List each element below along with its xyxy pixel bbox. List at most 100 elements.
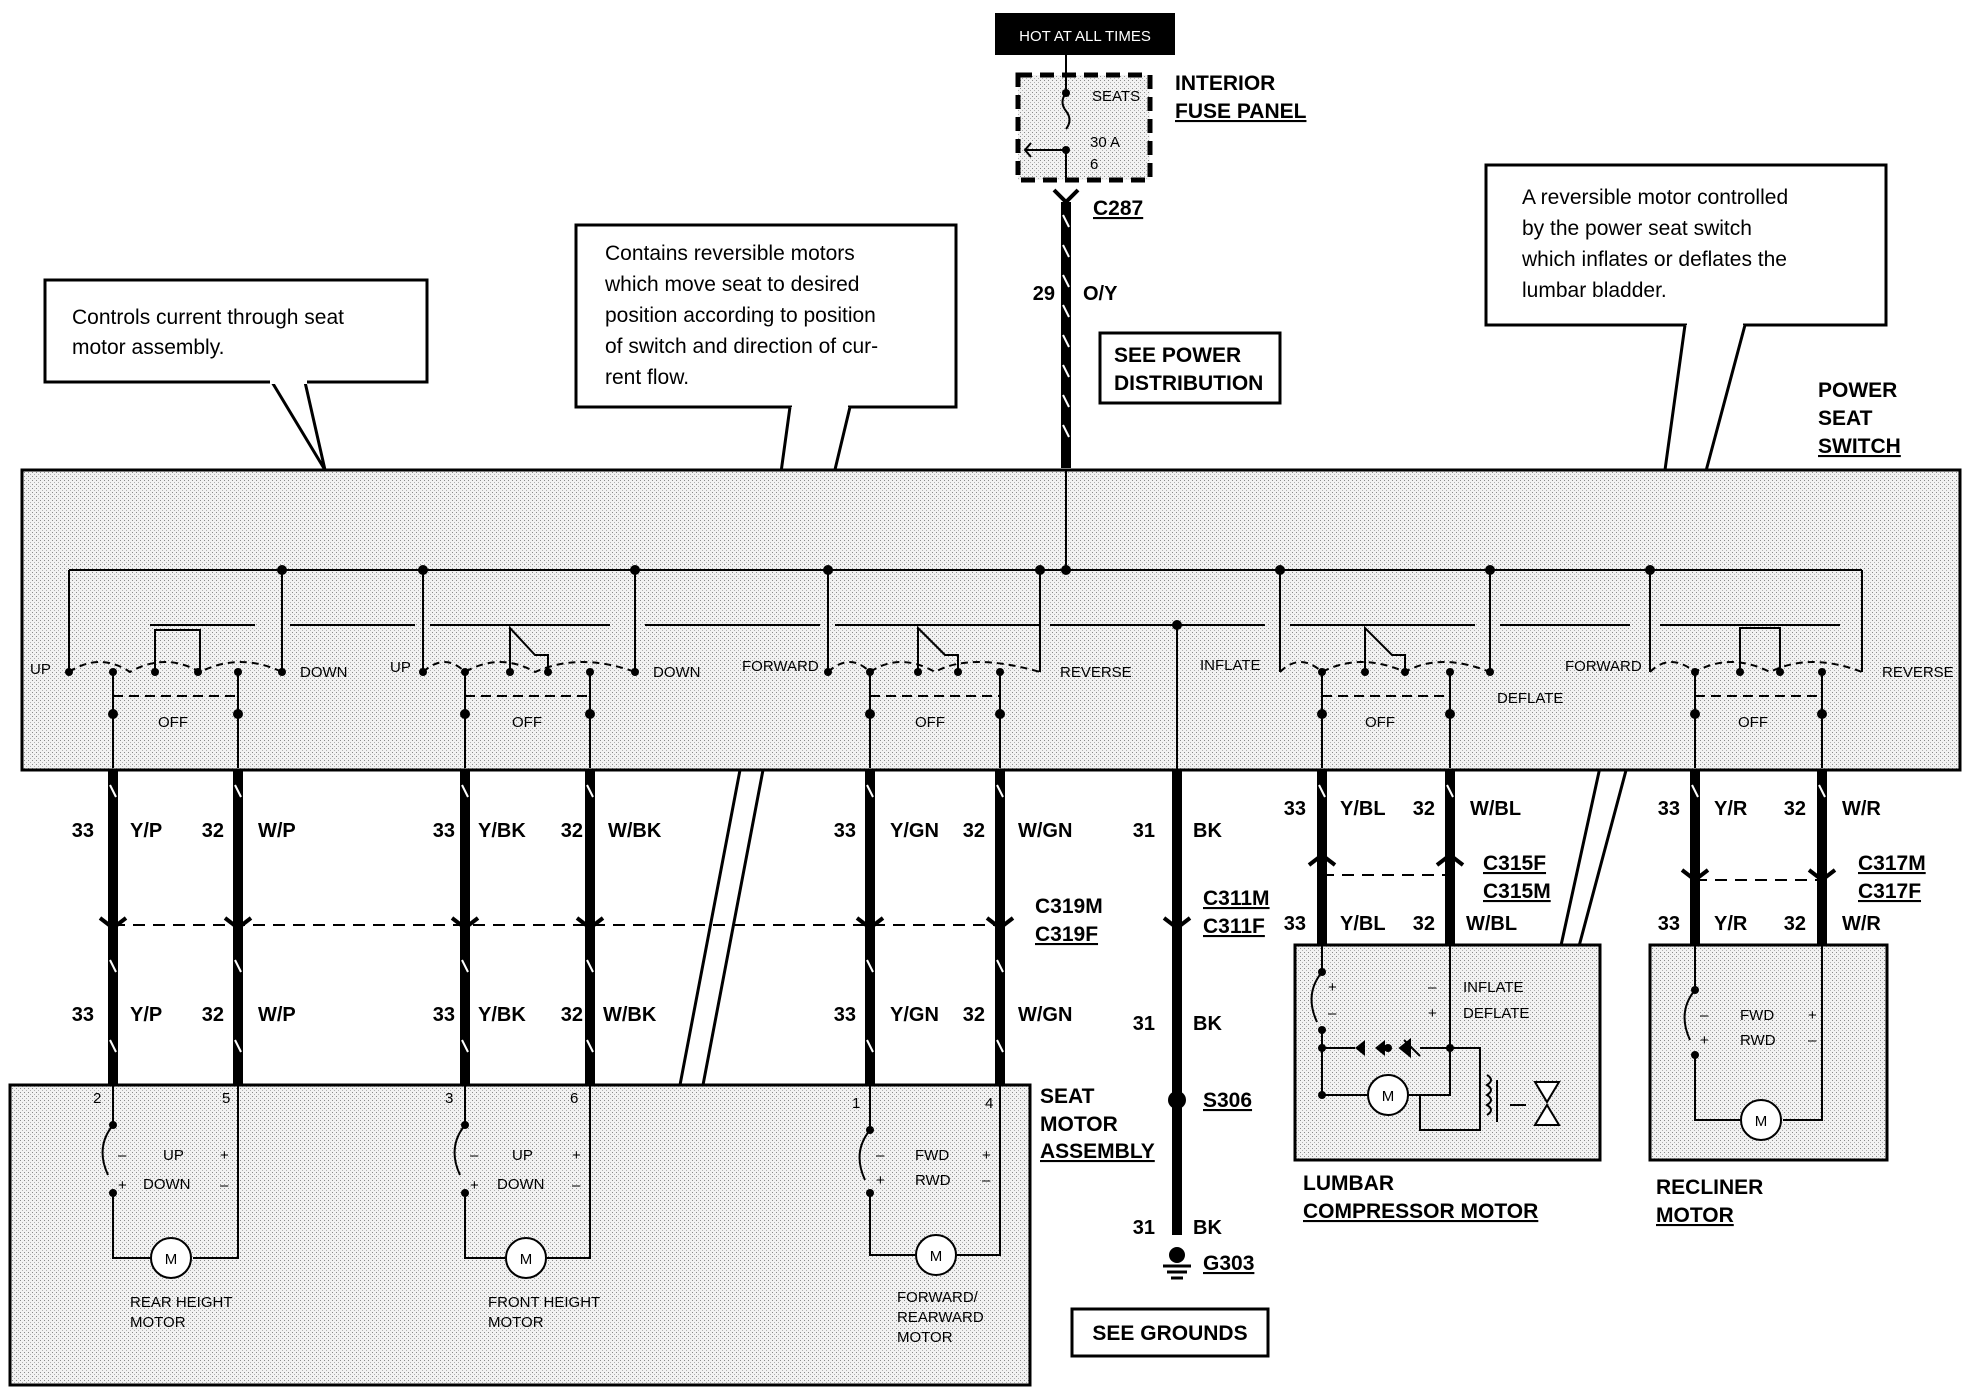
svg-text:Y/BL: Y/BL <box>1340 798 1386 820</box>
svg-text:+: + <box>982 1147 991 1164</box>
svg-text:–: – <box>876 1147 885 1164</box>
svg-text:33: 33 <box>433 820 455 842</box>
svg-text:31: 31 <box>1133 820 1155 842</box>
seat-motor-assembly-box <box>8 1083 1032 1387</box>
svg-text:UP: UP <box>163 1147 184 1164</box>
svg-text:FWD: FWD <box>915 1147 949 1164</box>
fuse-panel-box <box>1015 72 1153 183</box>
switch-note-line-2: motor assembly. <box>72 336 225 359</box>
lower-wire-labels: 33 Y/P 32 W/P 33 Y/BK 32 W/BK 33 Y/GN 32… <box>72 913 1882 1035</box>
lumbar-note-line-3: which inflates or deflates the <box>1521 248 1787 271</box>
lumbar-motor-circuit: M +– –+ INFLATE DEFLATE <box>1310 945 1561 1131</box>
power-wire-number: 29 <box>1033 283 1055 305</box>
ground-wire-2-color: BK <box>1193 1217 1222 1239</box>
motors-note-line-4: of switch and direction of cur- <box>605 335 878 358</box>
seat-motor-title-1: SEAT <box>1040 1085 1095 1108</box>
switch-3-right-label: REVERSE <box>1060 664 1132 681</box>
recliner-rwd-label: RWD <box>1740 1032 1776 1049</box>
svg-text:32: 32 <box>202 820 224 842</box>
front-height-motor: 3 6 M –+ +– UP DOWN FRONT HEIGHT MOTOR <box>445 1085 600 1331</box>
fuse-name: SEATS <box>1092 88 1140 105</box>
power-wire-color: O/Y <box>1083 283 1118 305</box>
c317-label-f: C317F <box>1858 880 1921 903</box>
svg-text:32: 32 <box>1413 913 1435 935</box>
svg-text:2: 2 <box>93 1090 101 1107</box>
svg-text:3: 3 <box>445 1090 453 1107</box>
lumbar-deflate-label: DEFLATE <box>1463 1005 1529 1022</box>
wire-hatches <box>109 784 1826 1053</box>
svg-text:+: + <box>1808 1007 1817 1024</box>
svg-text:MOTOR: MOTOR <box>130 1314 186 1331</box>
svg-text:–: – <box>220 1177 229 1194</box>
svg-text:FORWARD/: FORWARD/ <box>897 1289 979 1306</box>
svg-text:W/BK: W/BK <box>603 1004 657 1026</box>
c315-label-m: C315M <box>1483 880 1551 903</box>
recliner-fwd-label: FWD <box>1740 1007 1774 1024</box>
ground-symbol <box>1163 1247 1191 1280</box>
svg-text:1: 1 <box>852 1095 860 1112</box>
svg-text:33: 33 <box>72 820 94 842</box>
motors-note-line-1: Contains reversible motors <box>605 242 855 265</box>
svg-text:MOTOR: MOTOR <box>488 1314 544 1331</box>
recliner-motor-circuit: M –+ +– FWD RWD <box>1683 945 1823 1141</box>
switch-4-right-label: DEFLATE <box>1497 690 1563 707</box>
svg-text:+: + <box>1428 1005 1437 1022</box>
svg-text:32: 32 <box>963 820 985 842</box>
svg-text:33: 33 <box>834 1004 856 1026</box>
lumbar-title-1: LUMBAR <box>1303 1172 1394 1195</box>
svg-text:+: + <box>572 1147 581 1164</box>
switch-5-left-label: FORWARD <box>1565 658 1642 675</box>
svg-text:+: + <box>1700 1032 1709 1049</box>
svg-text:–: – <box>470 1147 479 1164</box>
svg-text:W/BL: W/BL <box>1470 798 1521 820</box>
recliner-title-2: MOTOR <box>1656 1204 1734 1227</box>
svg-text:–: – <box>1328 1005 1337 1022</box>
rear-height-motor: 2 5 M –+ +– UP DOWN REAR HEIGHT MOTOR <box>93 1085 239 1331</box>
svg-text:+: + <box>876 1172 885 1189</box>
svg-text:DOWN: DOWN <box>497 1176 545 1193</box>
switch-group-1: UP DOWN OFF <box>30 629 348 768</box>
svg-text:W/P: W/P <box>258 1004 296 1026</box>
svg-text:DOWN: DOWN <box>143 1176 191 1193</box>
svg-text:32: 32 <box>561 1004 583 1026</box>
switch-title-1: POWER <box>1818 379 1897 402</box>
switch-group-4: INFLATE DEFLATE OFF <box>1200 625 1563 768</box>
svg-text:Y/R: Y/R <box>1714 913 1748 935</box>
svg-text:+: + <box>118 1177 127 1194</box>
svg-text:UP: UP <box>512 1147 533 1164</box>
svg-text:32: 32 <box>1784 913 1806 935</box>
lumbar-note-line-1: A reversible motor controlled <box>1522 186 1788 209</box>
svg-text:MOTOR: MOTOR <box>897 1329 953 1346</box>
svg-text:W/GN: W/GN <box>1018 1004 1072 1026</box>
splice-s306 <box>1168 1091 1186 1109</box>
svg-text:M: M <box>1755 1113 1768 1130</box>
svg-text:BK: BK <box>1193 820 1222 842</box>
switch-4-left-label: INFLATE <box>1200 657 1261 674</box>
svg-text:Y/BK: Y/BK <box>478 820 526 842</box>
svg-text:REARWARD: REARWARD <box>897 1309 984 1326</box>
lumbar-inflate-label: INFLATE <box>1463 979 1524 996</box>
c319-label-f: C319F <box>1035 923 1098 946</box>
svg-text:Y/GN: Y/GN <box>890 1004 939 1026</box>
svg-text:–: – <box>118 1147 127 1164</box>
c315-label-f: C315F <box>1483 852 1546 875</box>
svg-text:Y/R: Y/R <box>1714 798 1748 820</box>
svg-text:REAR HEIGHT: REAR HEIGHT <box>130 1294 233 1311</box>
see-power-distribution-box <box>1098 331 1282 405</box>
svg-text:33: 33 <box>1284 913 1306 935</box>
c311-label-f: C311F <box>1203 915 1265 938</box>
see-grounds-label: SEE GROUNDS <box>1092 1322 1247 1345</box>
switch-note-callout: Controls current through seat motor asse… <box>43 278 429 471</box>
svg-text:Y/GN: Y/GN <box>890 820 939 842</box>
svg-text:FRONT HEIGHT: FRONT HEIGHT <box>488 1294 600 1311</box>
motors-note-line-5: rent flow. <box>605 366 689 389</box>
switch-1-off-label: OFF <box>158 714 188 731</box>
ground-label: G303 <box>1203 1252 1254 1275</box>
see-grounds-box <box>1070 1307 1270 1358</box>
switch-note-line-1: Controls current through seat <box>72 306 344 329</box>
svg-text:6: 6 <box>570 1090 578 1107</box>
svg-text:4: 4 <box>985 1095 993 1112</box>
switch-group-2: UP DOWN OFF <box>390 625 701 768</box>
svg-text:W/P: W/P <box>258 820 296 842</box>
